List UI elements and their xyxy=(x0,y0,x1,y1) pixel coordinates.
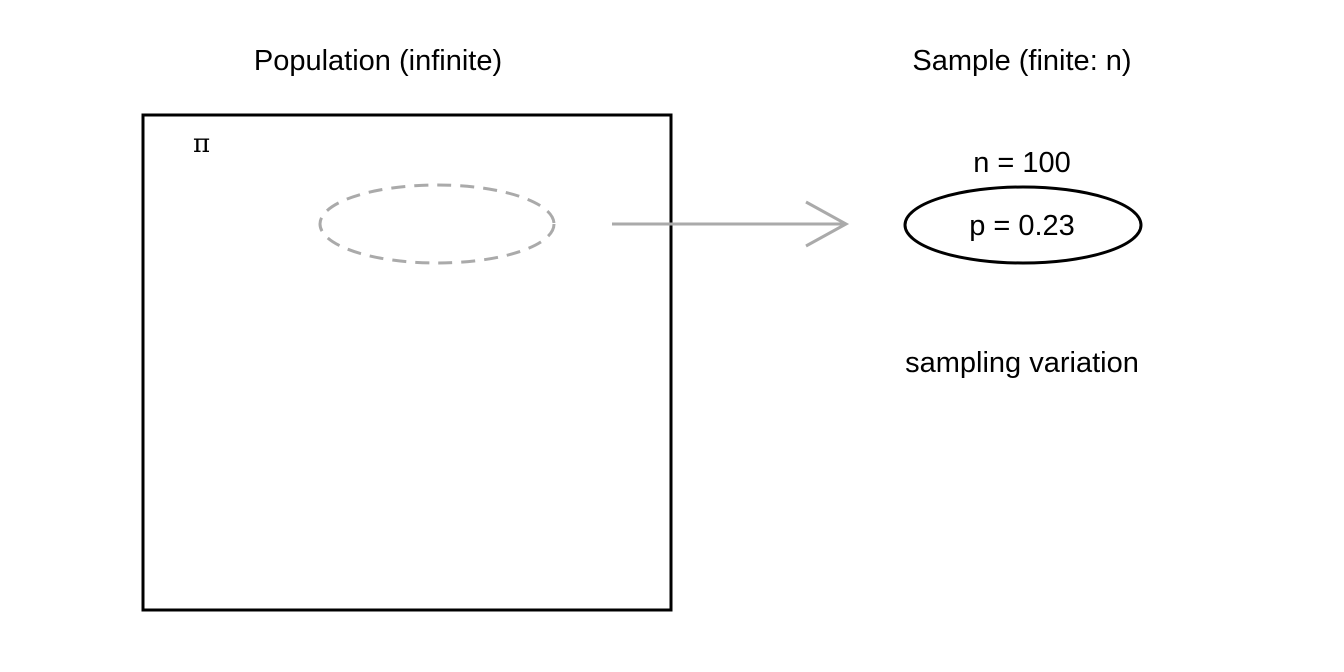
sampling-arrow xyxy=(612,200,850,248)
population-box xyxy=(141,113,673,612)
population-parameter-symbol: π xyxy=(193,129,210,159)
sampling-variation-note: sampling variation xyxy=(905,347,1139,379)
sample-title: Sample (finite: n) xyxy=(912,45,1131,77)
population-title: Population (infinite) xyxy=(254,45,502,77)
population-sample-region xyxy=(318,183,556,265)
sample-statistic-label: p = 0.23 xyxy=(969,210,1075,242)
sample-size-label: n = 100 xyxy=(973,147,1071,179)
sampling-arrow-head xyxy=(805,200,850,248)
sample-ellipse xyxy=(903,185,1143,265)
